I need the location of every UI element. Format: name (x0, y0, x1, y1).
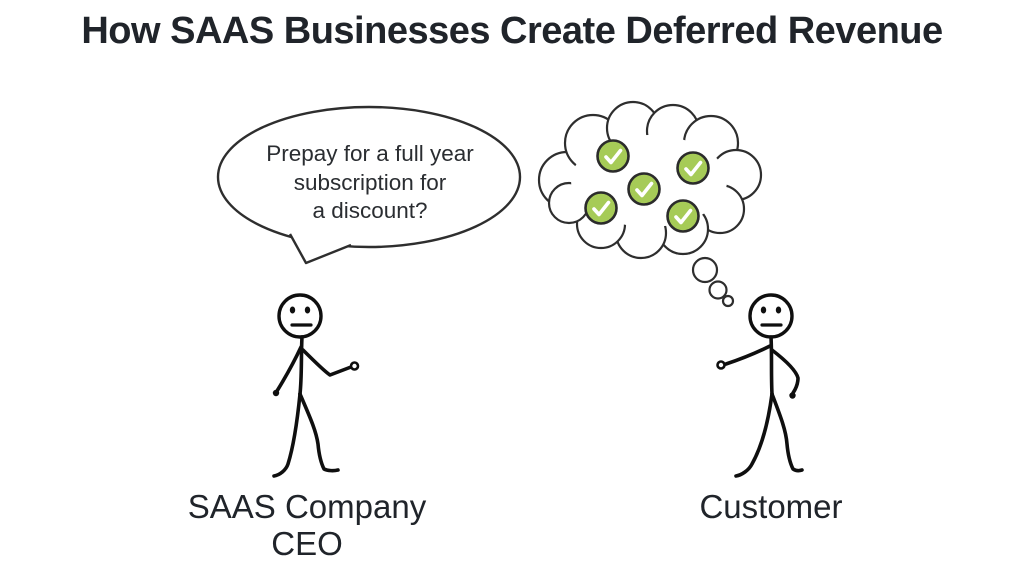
check-icon (596, 139, 630, 173)
customer-head (748, 293, 794, 339)
speech-bubble-text: Prepay for a full year subscription for … (210, 140, 530, 226)
ceo-label-line: CEO (271, 525, 343, 562)
ceo-right-arm (301, 348, 353, 377)
page-title: How SAAS Businesses Create Deferred Reve… (81, 10, 943, 52)
thought-bubble (537, 100, 763, 308)
check-icon (676, 151, 710, 185)
customer-right-hand (789, 392, 796, 399)
ceo-eye (289, 306, 296, 314)
speech-line: subscription for (293, 169, 447, 195)
speech-bubble-ellipse (216, 105, 522, 249)
ceo-left-leg (272, 392, 302, 478)
thought-tail-circle (721, 294, 735, 308)
check-icon (584, 191, 618, 225)
ceo-head (277, 293, 323, 339)
speech-line: a discount? (312, 198, 428, 223)
ceo-right-hand (349, 361, 360, 371)
customer-right-arm (770, 348, 800, 395)
customer-eye (760, 306, 767, 314)
thought-tail-circle (691, 256, 719, 284)
ceo-label: SAAS Company CEO (147, 488, 467, 562)
check-icon (666, 199, 700, 233)
customer-left-leg (734, 392, 774, 478)
customer-eye (775, 306, 782, 314)
customer-left-hand (716, 360, 726, 370)
ceo-left-hand (272, 389, 280, 397)
ceo-body (298, 335, 304, 396)
stick-figure-customer (716, 293, 804, 478)
speech-line: Prepay for a full year (266, 141, 474, 166)
customer-right-leg (770, 392, 804, 473)
ceo-left-arm (275, 345, 303, 393)
ceo-right-leg (298, 392, 340, 473)
check-icon (627, 172, 661, 206)
stick-figure-ceo (272, 293, 360, 478)
ceo-label-line: SAAS Company (187, 488, 427, 525)
customer-left-arm (724, 344, 772, 366)
speech-bubble-tail (288, 233, 352, 265)
ceo-eye (304, 306, 311, 314)
thought-tail-circle (708, 280, 728, 300)
customer-label: Customer (699, 488, 843, 525)
customer-body (769, 335, 774, 396)
speech-bubble (216, 105, 522, 265)
